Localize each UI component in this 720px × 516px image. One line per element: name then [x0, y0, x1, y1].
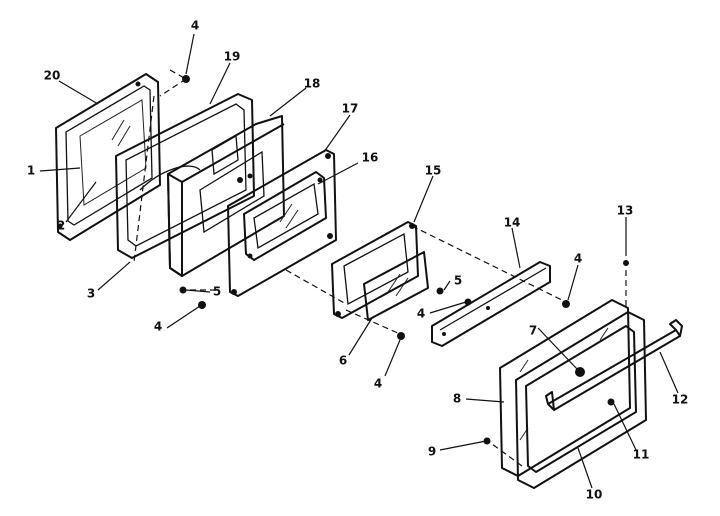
- outer-door-glass-part-8: [499, 299, 631, 477]
- callout-5-left: 5: [213, 285, 221, 299]
- callout-10: 10: [586, 488, 603, 502]
- glass-frame-part-15: [331, 221, 419, 319]
- assembly-alignment-lines: [133, 69, 627, 467]
- door-liner-part-19: [115, 93, 255, 259]
- outer-door-frame-part-10: [515, 311, 647, 489]
- screw-9: [483, 437, 491, 445]
- callout-20: 20: [44, 69, 61, 83]
- callout-17: 17: [342, 102, 359, 116]
- callout-4-center: 4: [374, 377, 382, 391]
- callout-13: 13: [617, 204, 634, 218]
- callout-19: 19: [224, 50, 241, 64]
- screw-4-right: [562, 300, 570, 308]
- callout-4-top: 4: [191, 19, 199, 33]
- callout-3: 3: [87, 287, 95, 301]
- callout-5-right: 5: [454, 274, 462, 288]
- callout-1: 1: [27, 164, 35, 178]
- callout-15: 15: [425, 164, 442, 178]
- callout-7: 7: [529, 324, 537, 338]
- callout-6: 6: [339, 354, 347, 368]
- screw-4-trim: [464, 298, 472, 306]
- door-handle-part-12: [545, 319, 683, 411]
- callout-4-trim: 4: [417, 307, 425, 321]
- callout-8: 8: [453, 392, 461, 406]
- callout-16: 16: [362, 151, 379, 165]
- clip-5-right: [436, 287, 444, 295]
- leader-lines: [39, 33, 679, 489]
- callout-labels: 20 1 2 3 4 19 18 17 16 15 14 13 4 5 5 4 …: [27, 19, 689, 502]
- window-assembly-part-16: [243, 171, 327, 261]
- callout-4-left: 4: [154, 320, 162, 334]
- screw-4-left: [198, 301, 206, 309]
- clip-5-left: [179, 286, 187, 294]
- callout-4-right: 4: [574, 252, 582, 266]
- screw-11: [607, 398, 615, 406]
- callout-18: 18: [304, 77, 321, 91]
- callout-14: 14: [504, 216, 521, 230]
- screw-set: [179, 75, 629, 445]
- screw-4-center: [397, 332, 405, 340]
- vent-trim-part-14: [431, 261, 551, 347]
- callout-12: 12: [672, 393, 689, 407]
- callout-2: 2: [57, 219, 65, 233]
- callout-11: 11: [633, 448, 650, 462]
- inner-door-panel-part-20: [55, 73, 161, 241]
- callout-9: 9: [428, 445, 436, 459]
- glass-pane-part-6: [363, 251, 429, 321]
